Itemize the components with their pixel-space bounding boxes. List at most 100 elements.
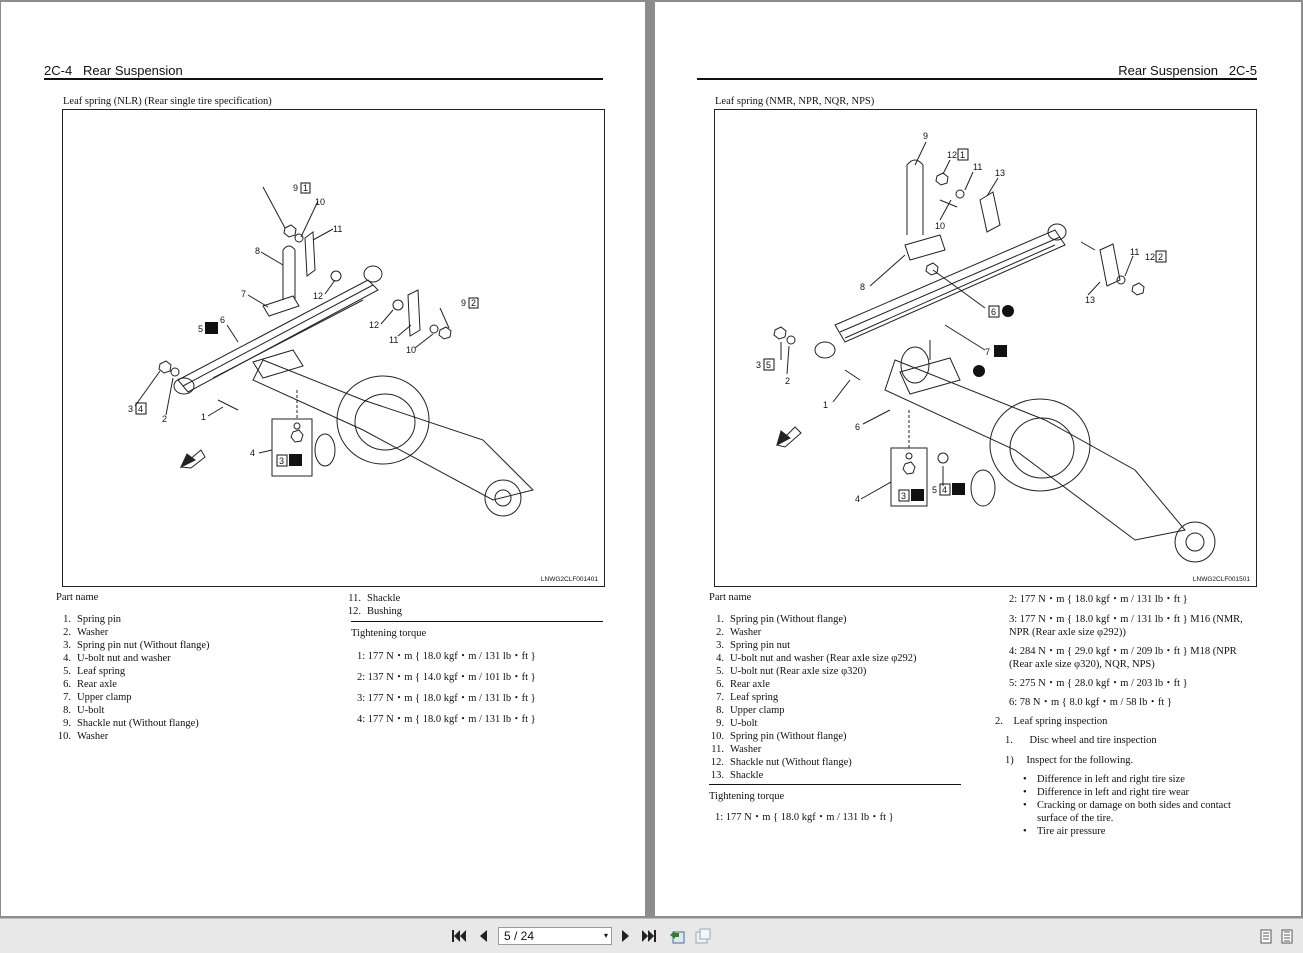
leaf-spring-diagram-nlr: 9 1 10 11 8 7 12 9 2 12 11 10 6 5 3 4 — [62, 109, 605, 587]
first-page-button[interactable] — [450, 927, 468, 945]
callout-5: 5 — [198, 324, 203, 334]
figure-title: Leaf spring (NMR, NPR, NQR, NPS) — [715, 96, 875, 107]
callout-4-box: 3 — [279, 456, 284, 466]
u-bolt-shape — [282, 245, 296, 300]
callout-4: 4 — [250, 448, 255, 458]
callout-3: 3 — [756, 360, 761, 370]
part-item: 10.Spring pin (Without flange) — [704, 730, 917, 743]
part-label: Washer — [730, 744, 762, 755]
bullet-item: •Cracking or damage on both sides and co… — [1023, 800, 1231, 824]
part-item: 7. Leaf spring — [704, 691, 917, 704]
part-number: 4. — [716, 653, 724, 664]
section-title: Rear Suspension — [83, 63, 183, 78]
upper-clamp-shape — [262, 295, 300, 317]
part-number: 12. — [347, 606, 361, 617]
figure-title: Leaf spring (NLR) (Rear single tire spec… — [63, 96, 272, 107]
exploded-view-drawing: 9 12 1 11 13 10 8 11 12 2 13 6 7 3 — [756, 131, 1216, 563]
go-forward-button[interactable] — [694, 927, 712, 945]
part-item: 1.Spring pin — [51, 613, 210, 626]
part-label: Shackle nut (Without flange) — [730, 757, 852, 768]
continuous-view-button[interactable] — [1278, 927, 1296, 945]
axle-housing-shape — [884, 359, 1186, 541]
part-number: 2. — [63, 627, 71, 638]
last-page-icon — [642, 930, 656, 942]
part-label: Shackle — [367, 593, 401, 604]
callout-11a: 11 — [973, 162, 982, 172]
header-rule — [697, 78, 1257, 80]
part-number: 11. — [348, 593, 361, 604]
callout-12b: 12 — [369, 320, 379, 330]
part-number: 3. — [716, 640, 724, 651]
callout-4: 4 — [855, 494, 860, 504]
previous-page-icon — [480, 930, 487, 942]
single-page-view-button[interactable] — [1257, 927, 1275, 945]
part-number: 6. — [716, 679, 724, 690]
part-item: 12.Bushing — [341, 605, 402, 618]
callout-9: 9 — [923, 131, 928, 141]
torque-heading: Tightening torque — [709, 791, 785, 802]
go-back-button[interactable] — [668, 927, 686, 945]
part-item: 3. Spring pin nut — [704, 639, 917, 652]
page-number-box[interactable]: 5 / 24 ▾ — [498, 927, 612, 945]
previous-page-button[interactable] — [474, 927, 492, 945]
part-item: 11. Shackle — [341, 592, 402, 605]
callout-10a: 10 — [315, 197, 325, 207]
part-item: 3.Spring pin nut (Without flange) — [51, 639, 210, 652]
sub-step-1-number: 1) — [1005, 755, 1014, 766]
part-number: 12. — [710, 757, 724, 768]
part-label: Spring pin nut (Without flange) — [77, 640, 210, 651]
callout-12b: 12 — [1145, 252, 1155, 262]
callout-11a: 11 — [333, 224, 342, 234]
torque-6: 6: 78 N・m { 8.0 kgf・m / 58 lb・ft } — [1009, 697, 1172, 708]
right-page: Rear Suspension 2C-5 Leaf spring (NMR, N… — [655, 2, 1301, 916]
torque-4-line2: (Rear axle size φ320), NQR, NPS) — [1009, 659, 1155, 670]
part-item: 7.Upper clamp — [51, 691, 210, 704]
next-page-button[interactable] — [617, 927, 635, 945]
part-number: 2. — [716, 627, 724, 638]
callout-9b: 9 — [461, 298, 466, 308]
upper-clamp-shape — [904, 234, 946, 261]
callout-3-box: 4 — [138, 404, 143, 414]
part-item: 5.U-bolt nut (Rear axle size φ320) — [704, 665, 917, 678]
part-number: 7. — [63, 692, 71, 703]
part-label: Rear axle — [77, 679, 117, 690]
sub-step-1: 1) Inspect for the following. — [1005, 754, 1133, 767]
part-item: 5.Leaf spring — [51, 665, 210, 678]
callout-1: 1 — [201, 412, 206, 422]
leaf-spring-shape — [177, 279, 379, 393]
torque-1: 1: 177 N・m { 18.0 kgf・m / 131 lb・ft } — [715, 812, 894, 823]
callout-2: 2 — [162, 414, 167, 424]
step-2-1: 1. Disc wheel and tire inspection — [1005, 734, 1157, 747]
part-number: 9. — [63, 718, 71, 729]
part-item: 8.U-bolt — [51, 704, 210, 717]
part-label: Washer — [77, 627, 109, 638]
part-label: Shackle — [730, 770, 764, 781]
part-number: 1. — [716, 614, 724, 625]
part-label: Leaf spring — [730, 692, 779, 703]
bullet-item: •Tire air pressure — [1023, 826, 1106, 837]
first-page-icon — [452, 930, 466, 942]
last-page-button[interactable] — [640, 927, 658, 945]
part-number: 5. — [716, 666, 724, 677]
part-number: 1. — [63, 614, 71, 625]
part-label: Rear axle — [730, 679, 770, 690]
part-label: Spring pin nut — [730, 640, 791, 651]
part-item: 4.U-bolt nut and washer — [51, 652, 210, 665]
part-item: 2. Washer — [51, 626, 210, 639]
part-label: U-bolt — [730, 718, 758, 729]
callout-9a-box: 1 — [303, 183, 308, 193]
page-dropdown-icon[interactable]: ▾ — [603, 931, 608, 940]
part-number: 7. — [716, 692, 724, 703]
torque-item: 4: 177 N・m { 18.0 kgf・m / 131 lb・ft } — [357, 714, 536, 725]
part-number: 5. — [63, 666, 71, 677]
part-number: 6. — [63, 679, 71, 690]
step-2-1-number: 1. — [1005, 735, 1013, 746]
section-title: Rear Suspension — [1118, 63, 1218, 78]
callout-5-box: 4 — [942, 485, 947, 495]
callout-13a: 13 — [995, 168, 1005, 178]
part-label: U-bolt nut and washer (Rear axle size φ2… — [730, 653, 917, 664]
part-item: 4. U-bolt nut and washer (Rear axle size … — [704, 652, 917, 665]
part-name-heading: Part name — [56, 592, 99, 603]
part-label: Spring pin (Without flange) — [730, 731, 847, 742]
